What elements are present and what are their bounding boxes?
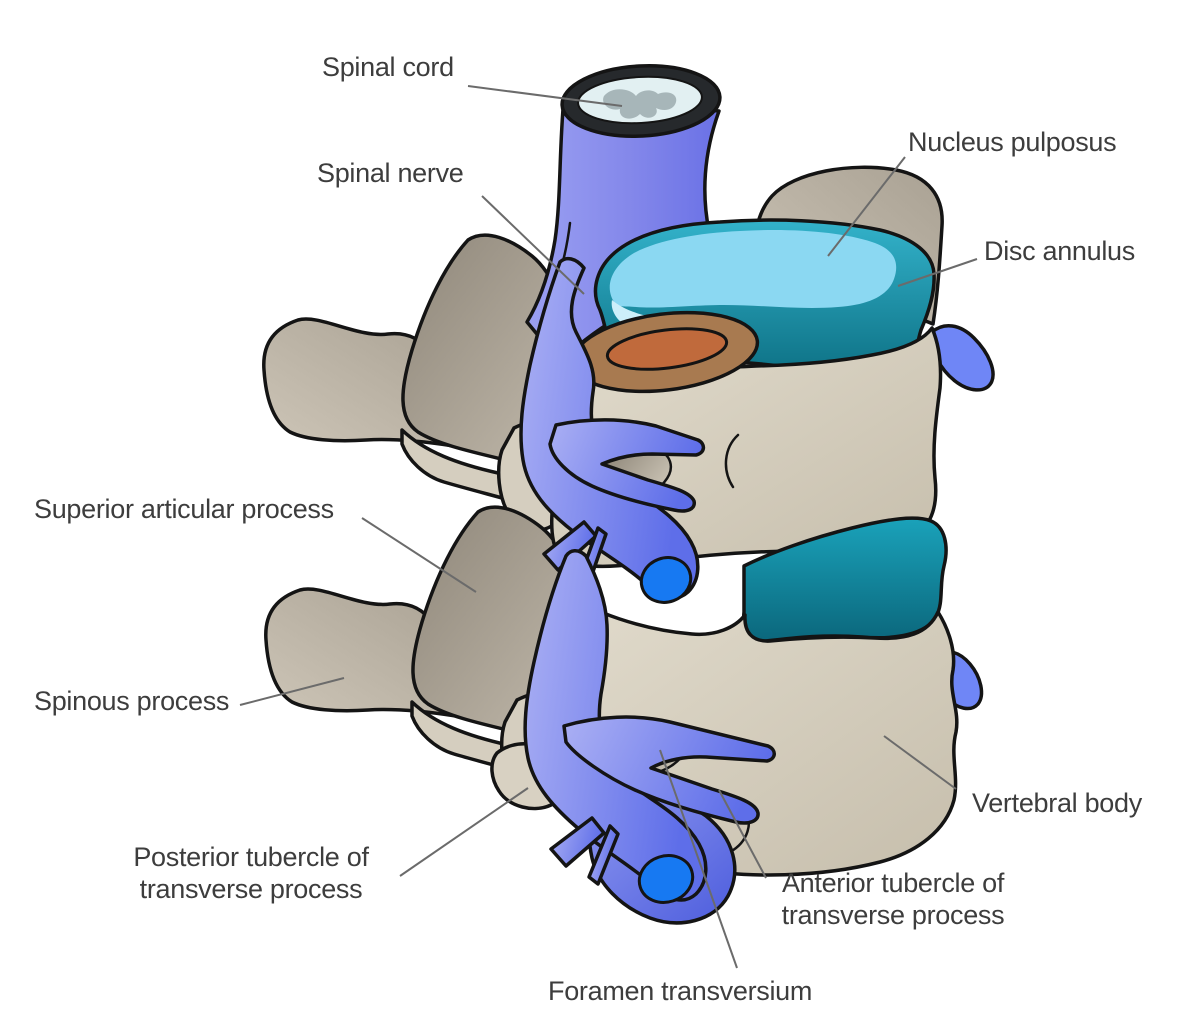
gray-matter-butterfly — [603, 89, 677, 119]
leader-foramen-transversium — [659, 749, 738, 969]
label-spinal-nerve: Spinal nerve — [317, 158, 464, 188]
leader-posterior-tubercle — [399, 787, 529, 877]
leader-spinal-cord — [467, 85, 623, 107]
spinal-nerve-lower-trunk — [523, 549, 708, 902]
spinal-nerve-upper-trunk — [519, 256, 700, 600]
leader-vertebral-body — [883, 735, 957, 790]
leader-superior-articular-process — [361, 517, 477, 593]
label-foramen-transversium: Foramen transversium — [548, 976, 813, 1006]
leader-nucleus-pulposus — [827, 156, 906, 257]
spinal-nerve-lower-spur — [549, 816, 606, 868]
label-disc-annulus: Disc annulus — [984, 236, 1135, 266]
label-vertebral-body: Vertebral body — [972, 788, 1142, 818]
leader-disc-annulus — [897, 258, 978, 287]
pedicle-cut-core — [605, 327, 729, 371]
label-nucleus-pulposus: Nucleus pulposus — [908, 127, 1117, 157]
spinal-nerve-upper-cut-end — [639, 556, 693, 604]
spinal-nerve-upper-spur — [542, 520, 598, 572]
leader-spinous-process — [239, 677, 345, 706]
label-posterior-tubercle: Posterior tubercle of transverse process — [133, 842, 369, 904]
nucleus-pulposus-shape — [609, 230, 897, 308]
leader-lines — [239, 85, 978, 969]
spinal-nerve-lower-spur-thin — [587, 824, 620, 886]
label-spinal-cord: Spinal cord — [322, 52, 454, 82]
leader-spinal-nerve — [481, 195, 585, 295]
label-spinous-process: Spinous process — [34, 686, 230, 716]
label-anterior-tubercle: Anterior tubercle of transverse process — [781, 868, 1005, 930]
spinal-nerve-lower-cut-end — [637, 854, 695, 904]
leader-anterior-tubercle — [718, 789, 767, 879]
upper-nerve-stub-shape — [929, 324, 995, 392]
label-superior-articular-process: Superior articular process — [34, 494, 334, 524]
spinal-nerve-upper-branch — [548, 418, 706, 513]
